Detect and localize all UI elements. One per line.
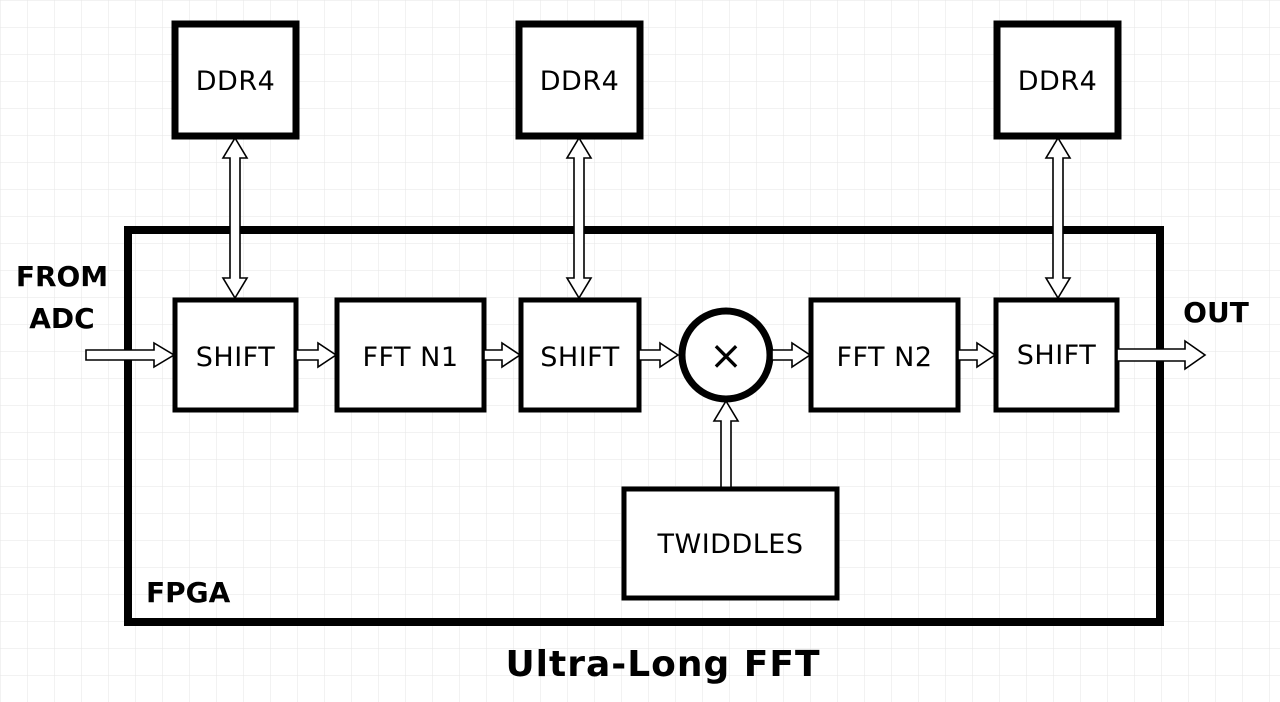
fpga-container <box>124 226 1164 626</box>
ddr4-memory-3: DDR4 <box>993 20 1122 140</box>
input-label-adc: ADC <box>29 302 94 335</box>
arrow-fft-n2-to-shift3 <box>957 341 997 369</box>
diagram-caption: Ultra-Long FFT <box>505 644 820 685</box>
fpga-label: FPGA <box>146 576 231 609</box>
twiddles-block: TWIDDLES <box>621 486 840 601</box>
shift-block-3: SHIFT <box>993 297 1120 413</box>
arrow-shift2-to-multiplier <box>638 341 680 369</box>
ddr4-label: DDR4 <box>1018 66 1098 97</box>
ddr4-memory-1: DDR4 <box>171 20 300 140</box>
shift-block-2: SHIFT <box>518 297 642 413</box>
shift-label: SHIFT <box>196 342 275 373</box>
arrow-multiplier-to-fft-n2 <box>771 341 812 369</box>
shift-label: SHIFT <box>1017 340 1096 371</box>
multiply-icon: × <box>709 333 743 379</box>
input-label-from: FROM <box>16 260 108 293</box>
twiddles-label: TWIDDLES <box>657 529 804 560</box>
arrow-shift1-to-fft-n1 <box>295 341 338 369</box>
shift-label: SHIFT <box>540 342 619 373</box>
ddr4-label: DDR4 <box>540 66 620 97</box>
shift-block-1: SHIFT <box>172 297 299 413</box>
fft-n2-block: FFT N2 <box>808 297 961 413</box>
fft-n1-label: FFT N1 <box>362 342 458 373</box>
fft-n1-block: FFT N1 <box>334 297 487 413</box>
fft-n2-label: FFT N2 <box>836 342 932 373</box>
ddr4-memory-2: DDR4 <box>515 20 644 140</box>
ddr4-label: DDR4 <box>196 66 276 97</box>
output-label: OUT <box>1183 296 1249 329</box>
output-arrow <box>1116 339 1207 371</box>
input-arrow <box>85 341 176 369</box>
arrow-fft-n1-to-shift2 <box>483 341 522 369</box>
multiplier-node: × <box>678 307 774 403</box>
